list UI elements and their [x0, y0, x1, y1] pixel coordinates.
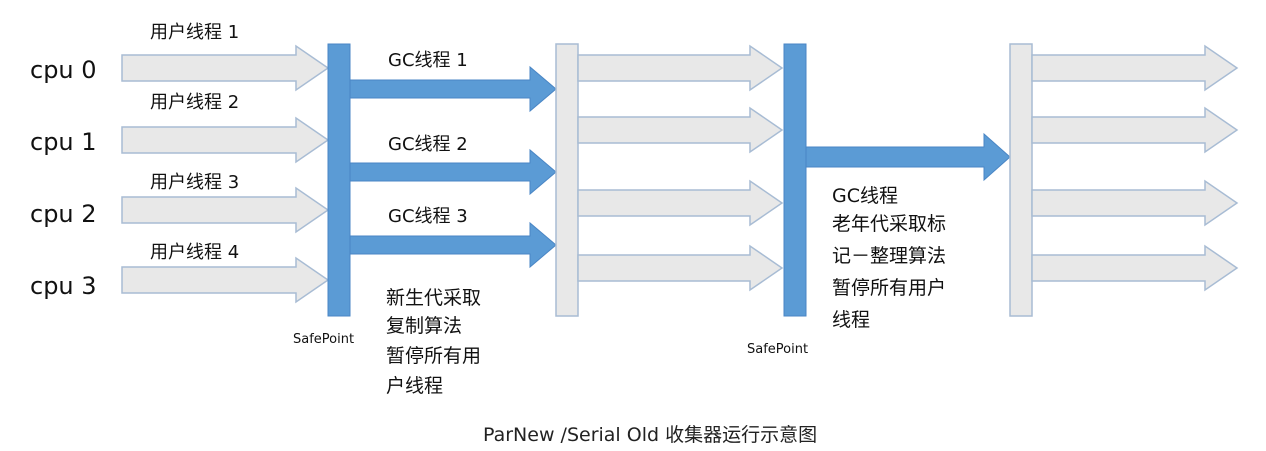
user-thread-label-2: 用户线程 2: [150, 92, 239, 113]
user-thread-label-3: 用户线程 3: [150, 172, 239, 193]
final-thread-arrow-4: [1031, 244, 1239, 292]
gc-thread-arrow-2: [349, 148, 557, 196]
old-gen-note: GC线程 老年代采取标 记－整理算法 暂停所有用户 线程: [832, 185, 952, 331]
user-thread-label-1: 用户线程 1: [150, 22, 239, 43]
resumed-thread-arrow-4: [577, 244, 784, 292]
gc-thread-arrow-1: [349, 65, 557, 113]
diagram-caption: ParNew /Serial Old 收集器运行示意图: [483, 424, 817, 446]
resume-bar-2: [1009, 43, 1033, 317]
user-thread-label-4: 用户线程 4: [150, 242, 239, 263]
resume-bar-1: [555, 43, 579, 317]
old-gc-thread-arrow: [805, 132, 1011, 182]
safepoint-label-1: SafePoint: [293, 332, 354, 347]
cpu-label-3: cpu 3: [30, 272, 97, 300]
final-thread-arrow-1: [1031, 44, 1239, 92]
old-note-line-4: 线程: [832, 309, 870, 331]
user-thread-arrow-3: [121, 186, 330, 234]
gc-thread-arrow-3: [349, 221, 557, 269]
final-thread-arrow-3: [1031, 179, 1239, 227]
safepoint-bar-2: [783, 43, 807, 317]
young-gen-note: 新生代采取 复制算法 暂停所有用 户线程: [386, 287, 487, 397]
resumed-thread-arrow-1: [577, 44, 784, 92]
old-gc-title: GC线程: [832, 185, 898, 207]
cpu-label-1: cpu 1: [30, 128, 97, 156]
resumed-thread-arrow-3: [577, 179, 784, 227]
safepoint-label-2: SafePoint: [747, 342, 808, 357]
old-note-line-3: 暂停所有用户: [832, 277, 946, 299]
old-note-line-2: 记－整理算法: [832, 245, 946, 267]
young-note-line-3: 暂停所有用: [386, 345, 481, 367]
young-note-line-4: 户线程: [386, 375, 443, 397]
cpu-label-0: cpu 0: [30, 56, 97, 84]
user-thread-arrow-4: [121, 256, 330, 304]
gc-thread-label-2: GC线程 2: [388, 134, 468, 155]
user-thread-arrow-2: [121, 116, 330, 164]
young-note-line-2: 复制算法: [386, 315, 462, 337]
old-note-line-1: 老年代采取标: [832, 213, 946, 235]
gc-thread-label-1: GC线程 1: [388, 50, 468, 71]
user-thread-arrow-1: [121, 44, 330, 92]
cpu-label-2: cpu 2: [30, 200, 97, 228]
young-note-line-1: 新生代采取: [386, 287, 481, 309]
resumed-thread-arrow-2: [577, 106, 784, 154]
gc-thread-label-3: GC线程 3: [388, 206, 468, 227]
safepoint-bar-1: [327, 43, 351, 317]
final-thread-arrow-2: [1031, 106, 1239, 154]
